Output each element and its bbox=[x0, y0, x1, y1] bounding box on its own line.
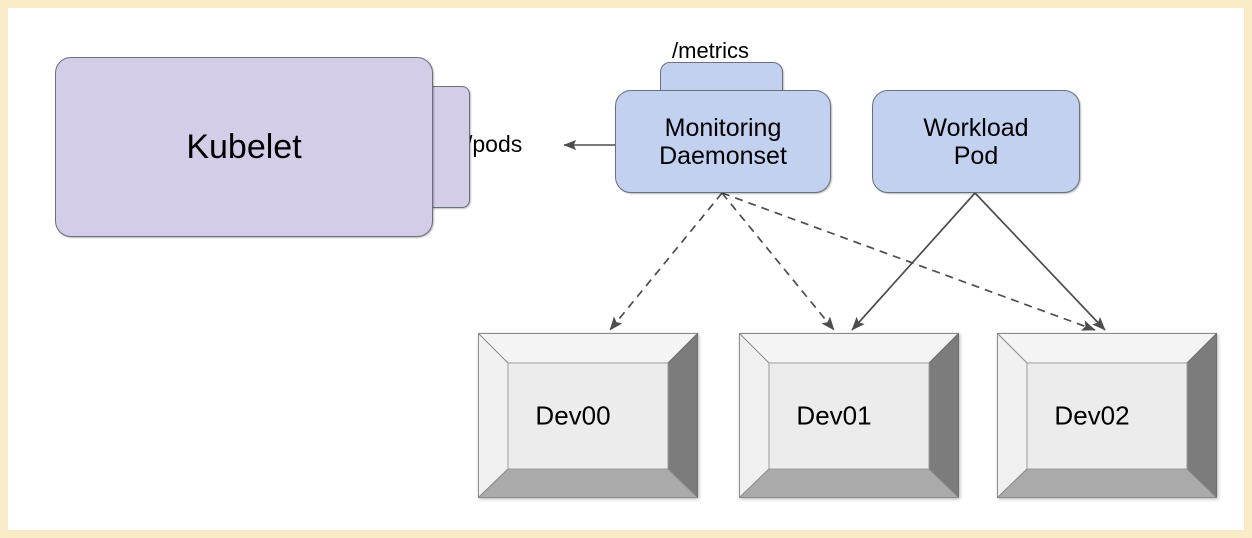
pods-port-tab[interactable] bbox=[426, 86, 470, 208]
device-dev02[interactable]: Dev02 bbox=[997, 333, 1217, 498]
node-monitoring-daemonset[interactable]: Monitoring Daemonset bbox=[615, 90, 831, 193]
node-workload-pod[interactable]: Workload Pod bbox=[872, 90, 1080, 193]
node-monitoring-daemonset-label-line1: Monitoring bbox=[664, 113, 782, 142]
edge-workload-to-dev02 bbox=[974, 192, 1106, 331]
node-kubelet[interactable]: Kubelet bbox=[55, 57, 433, 237]
device-dev00[interactable]: Dev00 bbox=[478, 333, 698, 498]
device-dev01[interactable]: Dev01 bbox=[739, 333, 959, 498]
device-dev02-frame bbox=[997, 333, 1217, 498]
node-kubelet-label: Kubelet bbox=[186, 127, 302, 166]
edge-monitoring-to-dev00 bbox=[609, 192, 723, 331]
device-dev02-label: Dev02 bbox=[1054, 400, 1130, 430]
node-workload-pod-label-line1: Workload bbox=[923, 113, 1029, 142]
device-dev01-frame bbox=[739, 333, 959, 498]
metrics-port-label: /metrics bbox=[672, 38, 749, 63]
edge-monitoring-to-dev02 bbox=[721, 192, 1096, 331]
pods-edge-label: /pods bbox=[466, 131, 523, 157]
node-monitoring-daemonset-label-line2: Daemonset bbox=[659, 141, 787, 170]
diagram-canvas: Kubelet /pods /metrics Monitoring Daemon… bbox=[8, 8, 1244, 530]
device-dev00-frame bbox=[478, 333, 698, 498]
device-dev00-label: Dev00 bbox=[535, 400, 611, 430]
device-dev01-label: Dev01 bbox=[796, 400, 872, 430]
edge-monitoring-to-dev01 bbox=[721, 192, 835, 331]
edge-workload-to-dev01 bbox=[851, 192, 976, 331]
node-workload-pod-label-line2: Pod bbox=[953, 141, 999, 170]
edge-layer bbox=[563, 139, 1106, 331]
